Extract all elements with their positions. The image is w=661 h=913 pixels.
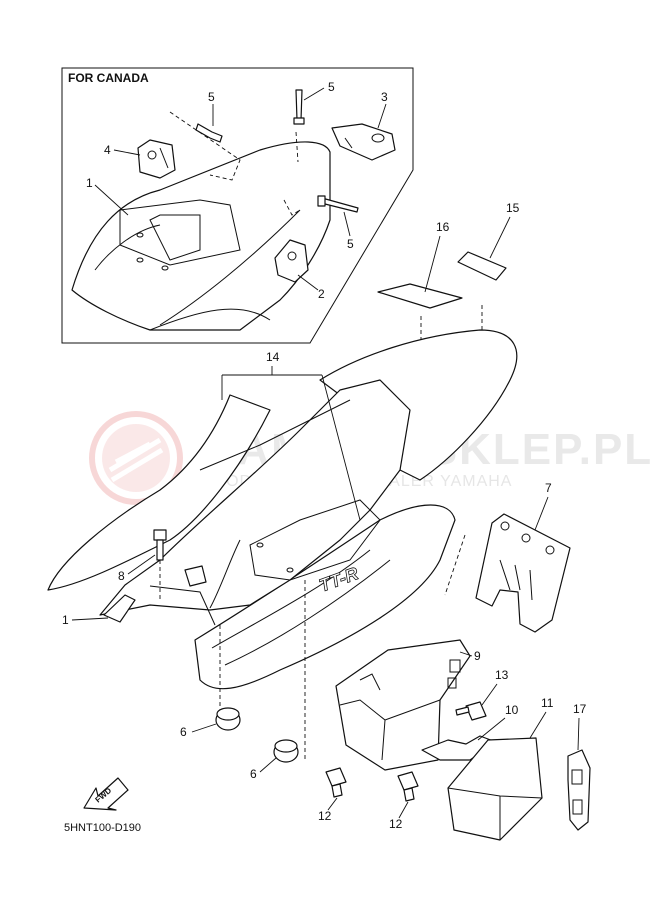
fwd-arrow-icon: FWD: [83, 777, 129, 811]
callout-15: 15: [506, 201, 520, 215]
part-6-grommet-b: [273, 739, 299, 763]
part-5-rivet-b: [293, 89, 305, 125]
part-11-cover: [447, 737, 543, 841]
watermark-logo-icon: [89, 411, 183, 505]
part-1-seat-frame: [99, 379, 411, 626]
inset-title: FOR CANADA: [68, 71, 149, 85]
part-12-bolt-b: [397, 771, 419, 802]
callout-12-a: 12: [318, 809, 332, 823]
callout-16: 16: [436, 220, 450, 234]
part-12-bolt-a: [325, 767, 347, 798]
callout-3: 3: [381, 90, 388, 104]
part-17-strap: [567, 749, 591, 831]
inset-side-cover: [71, 141, 331, 331]
callout-6-b: 6: [250, 767, 257, 781]
part-2-bracket: [274, 239, 309, 283]
callout-17: 17: [573, 702, 587, 716]
part-8-bolt: [153, 529, 167, 561]
diagram-code: 5HNT100-D190: [64, 822, 141, 834]
callout-10: 10: [505, 703, 519, 717]
part-16-decal: [377, 283, 463, 309]
callout-8: 8: [118, 569, 125, 583]
part-3-bracket: [331, 123, 396, 161]
part-6-grommet-a: [215, 707, 241, 731]
callout-7: 7: [545, 481, 552, 495]
callout-12-b: 12: [389, 817, 403, 831]
callout-5-top: 5: [208, 90, 215, 104]
callout-1-inset: 1: [86, 176, 93, 190]
part-14-side-cover: TT-R: [47, 329, 518, 690]
part-15-emblem: [457, 251, 507, 281]
part-9-battery-box: [335, 639, 471, 771]
callout-4: 4: [104, 143, 111, 157]
part-5-rivet-a: [195, 123, 223, 143]
callout-5-upper-right: 5: [328, 80, 335, 94]
inset-for-canada: FOR CANADA: [61, 67, 414, 344]
callout-5-mid: 5: [347, 237, 354, 251]
callout-13: 13: [495, 668, 509, 682]
callout-6-a: 6: [180, 725, 187, 739]
callout-1-main: 1: [62, 613, 69, 627]
callout-9: 9: [474, 649, 481, 663]
callout-2: 2: [318, 287, 325, 301]
part-13-bolt: [455, 701, 487, 721]
part-7-plate: [475, 513, 571, 633]
callout-14: 14: [266, 350, 280, 364]
part-4-bracket: [137, 139, 176, 179]
part-5-rivet-c: [317, 195, 359, 213]
callout-11: 11: [541, 696, 554, 710]
